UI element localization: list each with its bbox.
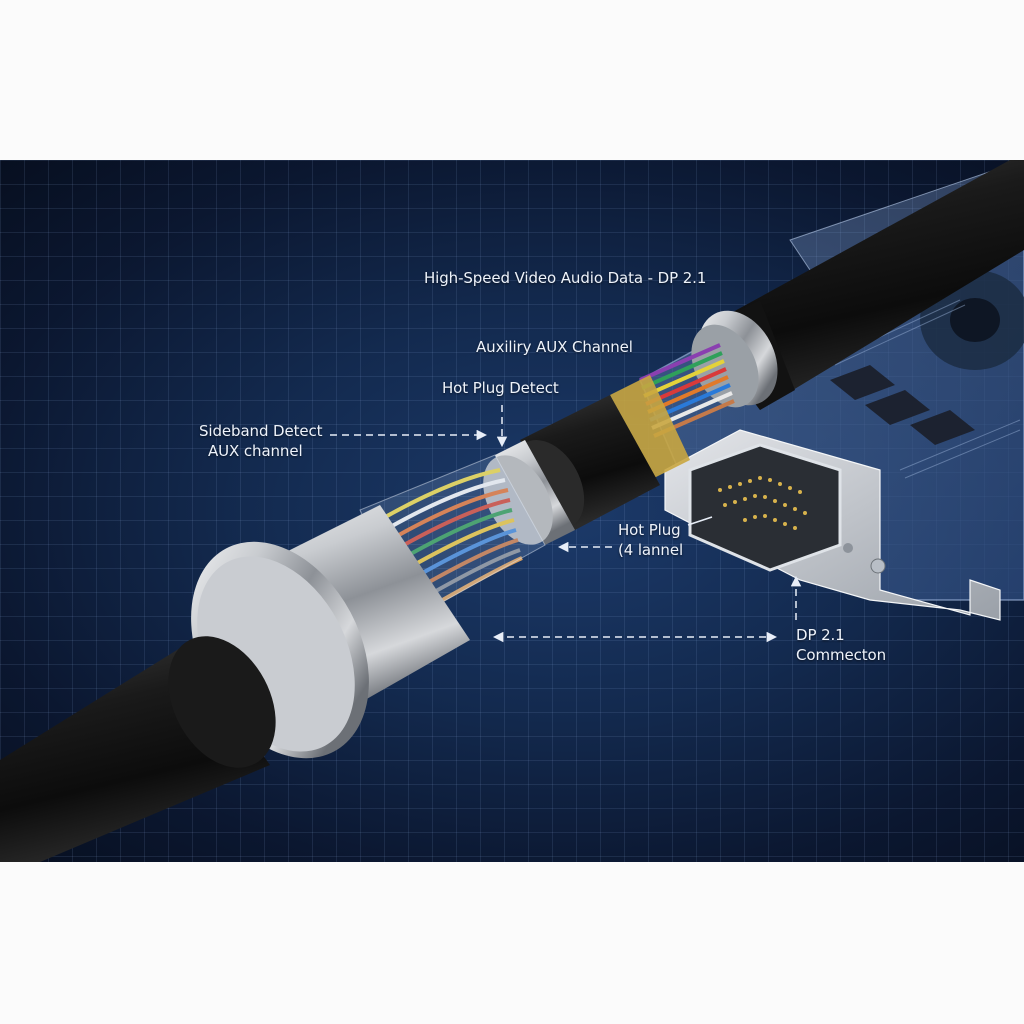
gold-foil-band	[610, 375, 690, 480]
label-text-line1: DP 2.1	[796, 626, 845, 644]
label-text-line2: (4 lannel	[618, 541, 684, 559]
memory-chip	[910, 410, 975, 445]
hot-plug-leader	[687, 516, 713, 526]
label-sideband-detect: Sideband Detect AUX channel	[199, 421, 323, 461]
label-hot-plug-lanes: Hot Plug (4 lannel	[618, 520, 683, 560]
label-text-line1: Hot Plug	[618, 521, 681, 539]
label-high-speed-data: High-Speed Video Audio Data - DP 2.1	[424, 268, 706, 288]
label-text-line1: Sideband Detect	[199, 422, 323, 440]
memory-chip	[865, 390, 930, 425]
callout-lines	[330, 405, 802, 643]
diagram-canvas	[0, 160, 1024, 862]
display-port-connector	[664, 429, 1001, 621]
label-text-line2: AUX channel	[208, 442, 303, 460]
label-dp-connection: DP 2.1 Commecton	[796, 625, 886, 665]
label-auxiliary-channel: Auxiliry AUX Channel	[476, 337, 633, 357]
label-hot-plug-detect: Hot Plug Detect	[442, 378, 559, 398]
cable-jacket-lower	[0, 636, 276, 862]
label-text: High-Speed Video Audio Data - DP 2.1	[424, 269, 707, 287]
memory-chip	[830, 365, 895, 400]
cable-illustration	[0, 160, 1024, 862]
label-text: Auxiliry AUX Channel	[476, 338, 633, 356]
label-text: Hot Plug Detect	[442, 379, 559, 397]
label-text-line2: Commecton	[796, 646, 887, 664]
